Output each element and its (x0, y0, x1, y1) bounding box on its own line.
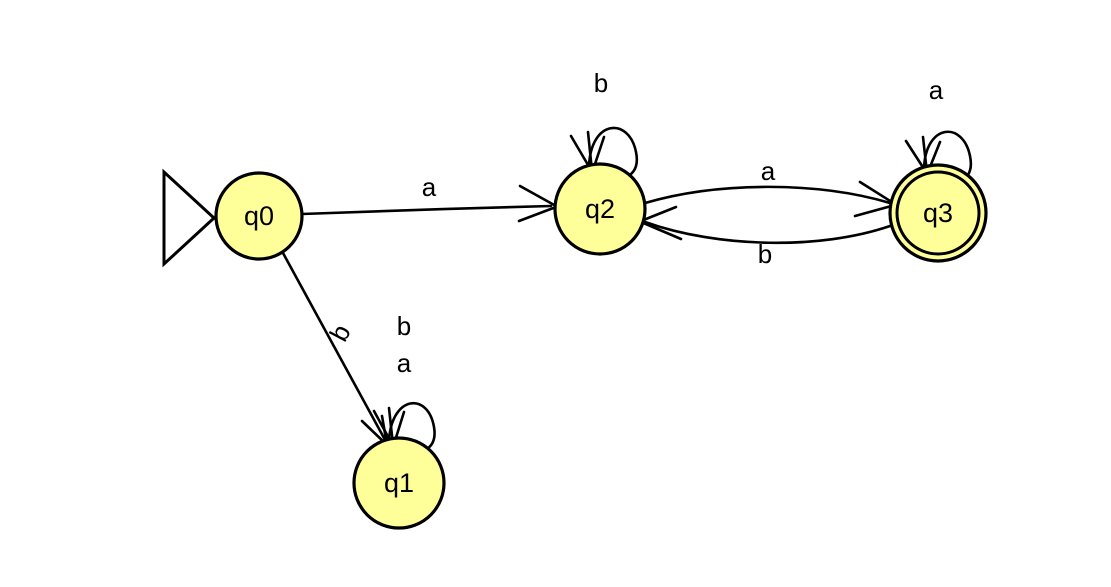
self-loop-q1-label-b: b (397, 311, 411, 341)
transition-q2-to-q3[interactable]: a (643, 156, 897, 218)
transition-q2-to-q3-curve (643, 185, 892, 205)
transition-q0-to-q1[interactable]: b (281, 251, 389, 447)
state-q3[interactable]: q3 (888, 163, 988, 263)
transition-q2-to-q3-arrowhead (853, 180, 897, 218)
transition-q2-to-q3-label: a (761, 156, 776, 186)
state-q3-label: q3 (923, 198, 953, 228)
state-q0-label: q0 (244, 201, 274, 231)
initial-state-triangle (162, 168, 217, 268)
self-loop-q3-label: a (929, 75, 944, 105)
state-q2-circle (553, 162, 647, 256)
transition-q3-to-q2-label: b (758, 239, 772, 269)
state-q2[interactable]: q2 (553, 162, 647, 256)
state-q1-circle (352, 436, 446, 530)
transition-q3-to-q2-curve (643, 220, 892, 245)
state-q1[interactable]: q1 (352, 436, 446, 530)
transition-q0-to-q2-label: a (422, 172, 437, 202)
state-q3-circle-inner-accepting (895, 170, 981, 256)
transition-q0-to-q2[interactable]: a (300, 172, 558, 223)
transition-q0-to-q1-line (281, 251, 386, 440)
self-loop-q1-label-a: a (397, 348, 412, 378)
self-loop-q2-label: b (594, 68, 608, 98)
transition-q3-to-q2[interactable]: b (639, 205, 892, 269)
transition-q0-to-q2-line (300, 204, 553, 216)
transition-q3-to-q2-arrowhead (639, 205, 683, 241)
state-q1-label: q1 (384, 468, 414, 498)
self-loop-q1[interactable]: b a (372, 311, 436, 455)
state-q0[interactable]: q0 (214, 171, 304, 261)
state-q0-circle (214, 171, 304, 261)
transition-q0-to-q2-arrowhead (517, 184, 558, 223)
state-q2-label: q2 (585, 194, 615, 224)
state-q3-circle-outer (888, 163, 988, 263)
transition-q0-to-q1-label: b (323, 319, 356, 346)
